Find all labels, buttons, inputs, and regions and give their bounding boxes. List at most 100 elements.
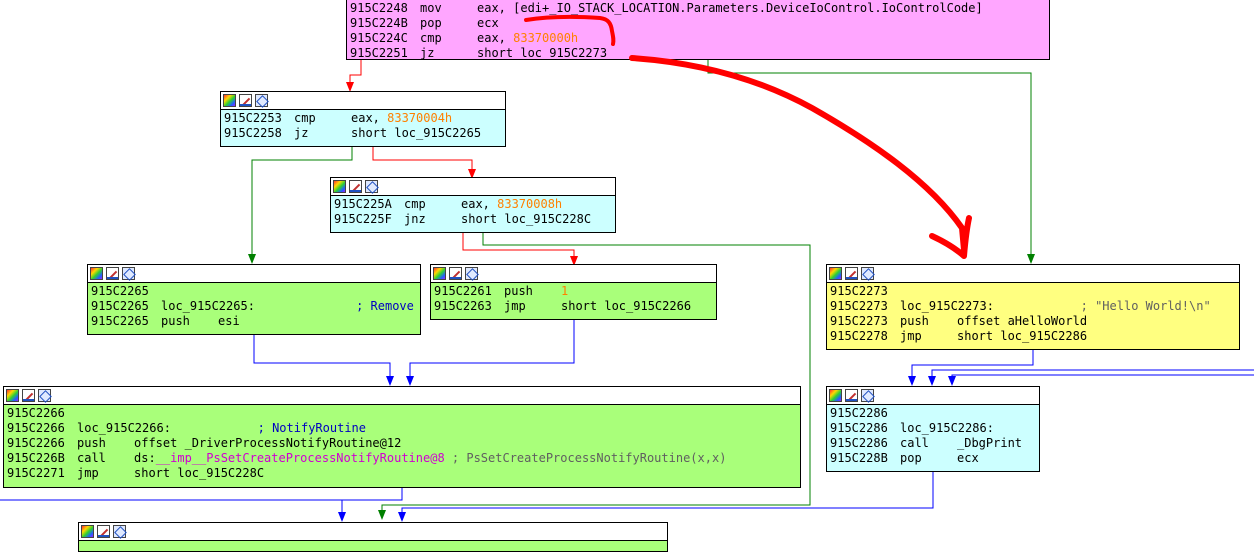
instruction-address: 915C2286 [830,421,888,435]
instruction-mnemonic: push [900,314,929,328]
arrowhead [346,82,354,92]
instruction-address: 915C2248 [350,1,408,15]
graph-node-icon[interactable] [255,94,268,107]
instruction-address: 915C2273 [830,314,888,328]
code-line[interactable]: 915C2286 [830,406,1036,421]
instruction-operand: __imp__PsSetCreateProcessNotifyRoutine@8 [155,451,445,465]
color-palette-icon[interactable] [829,267,842,280]
block-toolbar [331,178,615,196]
instruction-operand: ; PsSetCreateProcessNotifyRoutine(x,x) [444,451,727,465]
edit-node-icon[interactable] [349,180,362,193]
instruction-mnemonic: cmp [294,111,316,125]
graph-node-icon[interactable] [38,389,51,402]
graph-node-icon[interactable] [465,267,478,280]
edge-2253-to-2265 [251,147,353,258]
instruction-mnemonic: jmp [900,329,922,343]
instruction-address: 915C2286 [830,436,888,450]
graph-node-icon[interactable] [365,180,378,193]
color-palette-icon[interactable] [6,389,19,402]
arrowhead [948,376,956,386]
graph-node-icon[interactable] [113,525,126,538]
edit-node-icon[interactable] [845,267,858,280]
instruction-address: 915C224B [350,16,408,30]
color-palette-icon[interactable] [829,389,842,402]
graph-node-icon[interactable] [861,267,874,280]
graph-node-icon[interactable] [122,267,135,280]
code-line[interactable]: 915C2273 [830,284,1236,299]
instruction-address: 915C224C [350,31,408,45]
arrowhead [908,376,916,386]
edit-node-icon[interactable] [22,389,35,402]
edge-2253-to-225A [372,147,473,175]
edit-node-icon[interactable] [97,525,110,538]
instruction-mnemonic: cmp [404,197,426,211]
instruction-operand: ecx [477,16,499,30]
color-palette-icon[interactable] [223,94,236,107]
instruction-operand: ; "Hello World!\n" [1080,299,1211,313]
code-label: loc_915C2286: [900,421,994,435]
instruction-address: 915C2286 [830,406,888,420]
instruction-operand: short loc_915C2266 [561,299,692,313]
instruction-address: 915C2265 [91,299,149,313]
color-palette-icon[interactable] [90,267,103,280]
instruction-mnemonic: jmp [77,466,99,480]
code-line[interactable]: 915C2265 [91,284,417,299]
color-palette-icon[interactable] [81,525,94,538]
red-annotation-overlay [524,14,972,259]
code-line[interactable]: 915C2266 [7,406,797,421]
instruction-operand: eax, [351,111,388,125]
instruction-mnemonic: push [504,284,533,298]
edit-node-icon[interactable] [239,94,252,107]
hand-drawn-arrow-annotation [629,55,967,253]
code-label: loc_915C2265: [161,299,255,313]
instruction-address: 915C2253 [224,111,282,125]
color-palette-icon[interactable] [433,267,446,280]
edit-node-icon[interactable] [449,267,462,280]
edit-node-icon[interactable] [106,267,119,280]
graph-edges [0,60,1254,522]
edit-node-icon[interactable] [845,389,858,402]
instruction-address: 915C2271 [7,466,65,480]
color-palette-icon[interactable] [333,180,346,193]
instruction-address: 915C2265 [91,284,149,298]
graph-node-icon[interactable] [861,389,874,402]
instruction-operand: eax, [461,197,498,211]
edge-225A-to-228C [381,233,811,514]
arrowhead [1027,254,1035,264]
instruction-mnemonic: mov [420,1,442,15]
code-line[interactable]: 915C2286 loc_915C2286: [830,421,1036,436]
edge-top-to-2253 [349,60,362,88]
